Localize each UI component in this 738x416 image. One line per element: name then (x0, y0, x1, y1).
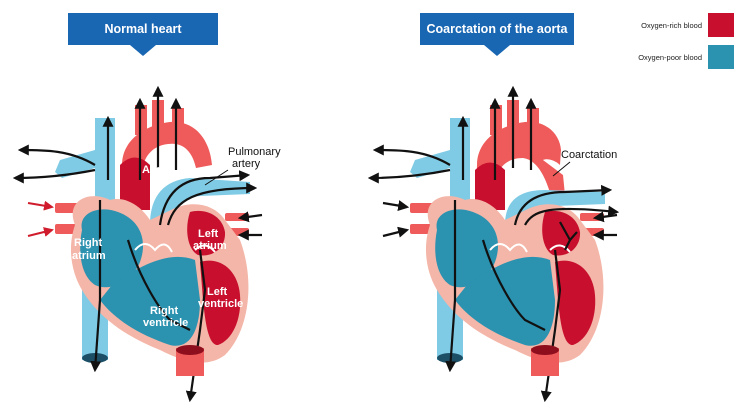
label-left-atrium-2: atrium (193, 240, 227, 252)
red-arrow-upper (27, 200, 54, 211)
title-coarctation-text: Coarctation of the aorta (426, 22, 568, 36)
red-arrow-lower (27, 227, 54, 237)
left-ventricle (200, 260, 241, 346)
title-normal-heart: Normal heart (68, 13, 218, 56)
label-left-atrium-1: Left (198, 228, 219, 240)
title-normal-heart-text: Normal heart (104, 22, 182, 36)
label-right-ventricle-1: Right (150, 305, 178, 317)
right-atrium (435, 209, 499, 288)
pulmonary-veins-right (55, 203, 79, 234)
legend-oxygen-poor: Oxygen-poor blood (610, 45, 734, 69)
coarctation-heart-diagram: Coarctation (367, 85, 620, 403)
legend-oxygen-rich-swatch (708, 13, 734, 37)
legend-oxygen-poor-label: Oxygen-poor blood (638, 52, 702, 62)
label-pulmonary-artery-1: Pulmonary (228, 146, 281, 158)
aorta-vessel (475, 121, 565, 228)
normal-heart-diagram: Aorta Pulmonary artery Right atrium Left… (12, 85, 281, 403)
aorta-vessel (120, 121, 212, 228)
label-aorta: Aorta (142, 164, 172, 176)
left-ventricle (555, 260, 596, 346)
title-coarctation: Coarctation of the aorta (420, 13, 574, 56)
label-left-ventricle-2: ventricle (198, 298, 243, 310)
left-atrium (542, 210, 581, 256)
label-coarctation: Coarctation (561, 149, 617, 161)
right-atrium (80, 209, 144, 288)
label-right-ventricle-2: ventricle (143, 317, 188, 329)
legend-oxygen-rich: Oxygen-rich blood (610, 13, 734, 37)
left-atrium (187, 210, 226, 256)
label-right-atrium-1: Right (74, 237, 102, 249)
label-right-atrium-2: atrium (72, 250, 106, 262)
pulmonary-veins-right (410, 203, 434, 234)
legend-oxygen-poor-swatch (708, 45, 734, 69)
blood-flow-arrows (367, 85, 620, 403)
label-left-ventricle-1: Left (207, 286, 228, 298)
label-pulmonary-artery-2: artery (232, 158, 261, 170)
legend-oxygen-rich-label: Oxygen-rich blood (641, 20, 702, 30)
